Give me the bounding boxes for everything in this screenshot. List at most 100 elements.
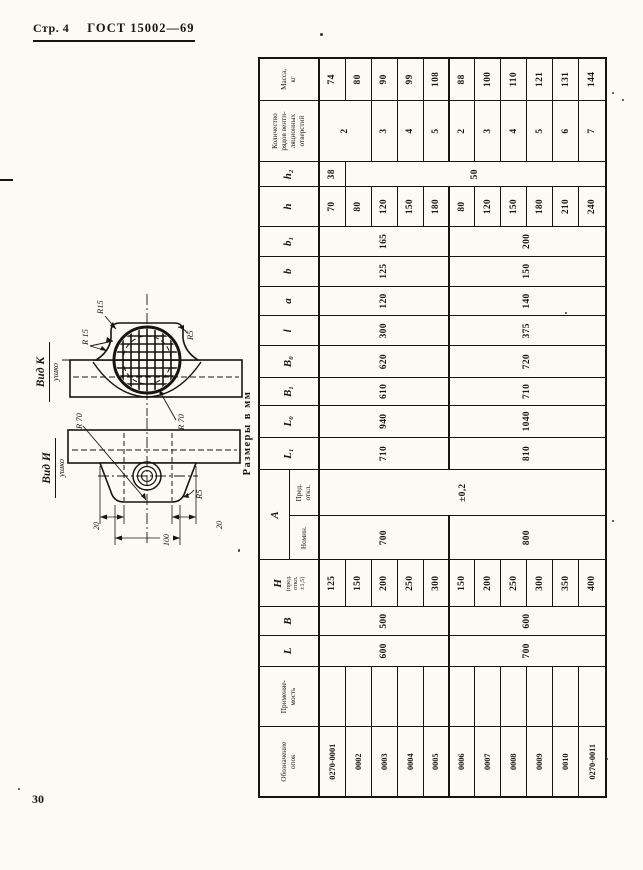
scan-speck	[612, 520, 614, 522]
value-cell: 150	[397, 187, 424, 226]
value-cell: 300	[423, 560, 450, 607]
value-cell: 5	[423, 100, 450, 162]
value-cell: 80	[345, 187, 372, 226]
value-cell: 7	[587, 128, 598, 134]
scan-speck	[238, 549, 240, 552]
value-cell: ±0,2	[457, 483, 468, 502]
value-cell: 0010	[553, 727, 580, 796]
column-symbol: B₀	[282, 356, 295, 368]
group-header-cell: A	[260, 470, 290, 560]
value-cell: 80	[345, 59, 372, 100]
value-cell	[449, 666, 476, 727]
value-cell	[475, 666, 502, 727]
value-cell: 500	[320, 607, 450, 635]
value-cell: 74	[320, 59, 346, 100]
value-cell: 1040	[522, 411, 533, 432]
header-cell-L0: L₀	[260, 405, 320, 437]
value-cell: 100	[475, 59, 502, 100]
view-i-drawing: R 70 R5 20 100 20	[67, 412, 241, 546]
value-cell: 3	[475, 100, 502, 162]
header-cell-primenyaemost: Применяе- мость	[260, 666, 320, 727]
value-cell: 610	[320, 378, 450, 405]
value-cell: 240	[587, 199, 598, 215]
value-cell: 600	[522, 613, 533, 629]
scan-speck	[606, 758, 608, 760]
value-cell: 125	[320, 256, 450, 286]
value-cell	[371, 666, 398, 727]
view-i-dim-100: 100	[162, 534, 171, 546]
scan-speck	[18, 788, 20, 790]
value-cell: 300	[320, 316, 450, 346]
header-cell-b1: b₁	[260, 226, 320, 256]
column-symbol: b₁	[282, 236, 295, 247]
value-cell: 131	[553, 59, 580, 100]
value-cell: 0009	[527, 727, 554, 796]
view-k-subname: ушко	[49, 362, 60, 382]
view-i-label: Вид И ушко	[41, 438, 66, 498]
page-label: Стр. 4	[33, 21, 70, 35]
header-cell-B0: B₀	[260, 346, 320, 378]
header-cell-h2: h₂	[260, 162, 320, 187]
view-i-subname: ушко	[55, 458, 66, 478]
value-cell: 720	[522, 354, 533, 370]
value-cell: 6	[553, 100, 580, 162]
value-cell	[397, 666, 424, 727]
value-cell: 200	[475, 560, 502, 607]
column-symbol: L	[282, 647, 295, 655]
value-cell: 50	[470, 169, 481, 180]
value-cell: 200	[371, 560, 398, 607]
value-cell: 600	[320, 636, 450, 666]
value-cell: 120	[475, 187, 502, 226]
value-cell: 0006	[449, 727, 476, 796]
value-cell: 120	[371, 187, 398, 226]
value-cell: 0007	[475, 727, 502, 796]
value-cell: 150	[345, 560, 372, 607]
value-cell: 700	[320, 515, 450, 560]
value-cell: 2	[449, 100, 476, 162]
view-k-name: Вид К	[35, 342, 50, 402]
value-cell: 121	[527, 59, 554, 100]
header-cell-massa: Масса, кг	[260, 59, 320, 100]
scan-speck	[612, 92, 614, 94]
header-cell-b: b	[260, 256, 320, 286]
value-cell	[527, 666, 554, 727]
column-symbol: h	[282, 203, 295, 210]
column-symbol: L₀	[282, 415, 295, 427]
view-k-drawing: R15 R 15 R5 R 70	[62, 294, 243, 431]
value-cell: 800	[522, 530, 533, 546]
value-cell: 210	[553, 187, 580, 226]
column-symbol: b	[282, 268, 295, 274]
value-cell: 120	[320, 286, 450, 316]
value-cell: 140	[522, 293, 533, 309]
value-cell	[345, 666, 372, 727]
value-cell: 700	[522, 643, 533, 659]
scan-speck	[622, 99, 624, 101]
column-symbol: a	[282, 298, 295, 304]
value-cell	[423, 666, 450, 727]
value-cell: 5	[527, 100, 554, 162]
value-cell: 710	[522, 383, 533, 400]
value-cell: 620	[320, 346, 450, 378]
value-cell: 2	[320, 100, 372, 162]
column-symbol: l	[282, 329, 295, 333]
view-i-dim-20-left: 20	[92, 522, 101, 530]
column-symbol: L₁	[282, 448, 295, 459]
table-column-primenyaemost: Применяе- мость	[260, 665, 605, 727]
value-cell: 0005	[423, 727, 450, 796]
column-symbol: H	[271, 579, 284, 588]
table-column-A-otkl: Пред. откл.±0,2	[290, 470, 605, 515]
view-i-name: Вид И	[41, 438, 56, 498]
value-cell: 150	[522, 263, 533, 279]
value-cell: 250	[397, 560, 424, 607]
value-cell: 110	[501, 59, 528, 100]
